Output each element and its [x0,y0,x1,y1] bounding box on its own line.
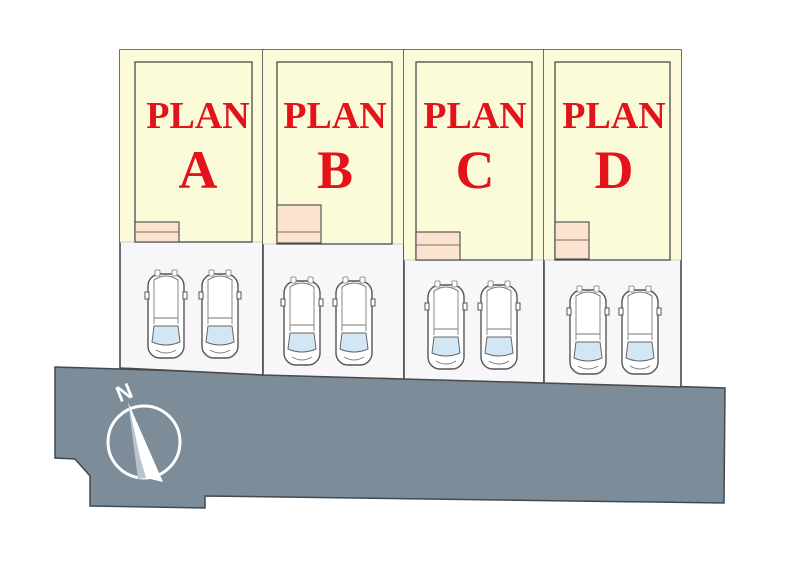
plot-b-car-2 [332,276,376,366]
north-compass: N [106,378,182,482]
plot-b-house-outline [276,61,393,245]
plot-d-house-outline [554,61,671,261]
compass-needle-icon [128,402,163,482]
plot-b-car-1 [280,276,324,366]
plot-a-plan-letter: A [179,140,218,200]
plot-c: PLAN C [403,49,545,384]
plot-d-porch [554,221,590,260]
plot-c-house-area [404,50,544,260]
plot-a-car-2 [198,269,242,359]
plot-b-plan-label: PLAN [283,95,386,137]
plot-a: PLAN A [119,49,264,376]
compass-needle-shadow [128,402,146,479]
plot-c-plan-letter: C [456,140,495,200]
plot-a-plan-label: PLAN [146,95,249,137]
road [54,366,726,509]
plot-b-plan-letter: B [317,140,353,200]
plot-c-porch [415,231,461,261]
plot-d: PLAN D [543,49,682,388]
plot-b: PLAN B [262,49,405,380]
plot-a-porch [134,221,180,243]
plot-d-car-1 [566,285,610,375]
plot-a-car-1 [144,269,188,359]
plot-c-plan-label: PLAN [423,95,526,137]
plot-d-plan-label: PLAN [562,95,665,137]
plot-b-porch [276,204,322,244]
plot-a-house-outline [134,61,253,243]
plot-a-house-area [120,50,263,242]
plot-c-car-1 [424,280,468,370]
plot-d-car-2 [618,285,662,375]
plot-c-house-outline [415,61,533,261]
plot-c-car-2 [477,280,521,370]
plot-d-plan-letter: D [595,140,634,200]
